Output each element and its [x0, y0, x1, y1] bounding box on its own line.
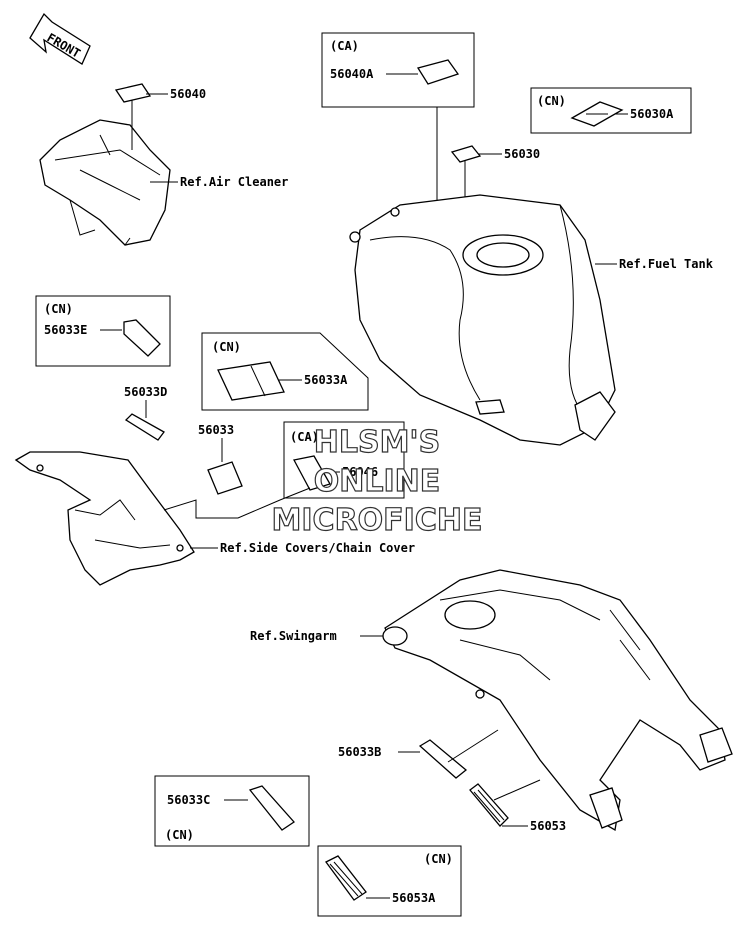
sticker-56033B	[418, 739, 468, 779]
box-cn-56030A: (CN) 56030A	[530, 87, 692, 134]
label-56046: 56046	[342, 465, 378, 479]
label-cn-1: (CN)	[537, 94, 566, 108]
label-56033B: 56033B	[338, 745, 381, 759]
label-56033A: 56033A	[304, 373, 348, 387]
label-cn-3: (CN)	[212, 340, 241, 354]
front-arrow: FRONT	[29, 12, 91, 65]
label-cn-5: (CN)	[424, 852, 453, 866]
label-56033: 56033	[198, 423, 234, 437]
label-ca-1: (CA)	[330, 39, 359, 53]
label-ref-side-covers: Ref.Side Covers/Chain Cover	[220, 541, 415, 555]
sticker-56040	[114, 83, 152, 103]
box-cn-56033E: (CN) 56033E	[35, 295, 171, 367]
side-cover-part	[14, 451, 195, 586]
label-56033E: 56033E	[44, 323, 87, 337]
box-cn-56053A: (CN) 56053A	[317, 845, 462, 917]
fuel-tank-part	[349, 194, 616, 446]
watermark-line-2: ONLINE	[314, 464, 441, 499]
label-cn-2: (CN)	[44, 302, 73, 316]
box-ca-56040A: (CA) 56040A	[321, 32, 475, 108]
label-56033C: 56033C	[167, 793, 210, 807]
box-cn-56033C: 56033C (CN)	[154, 775, 310, 847]
watermark: HLSM'S ONLINE MICROFICHE	[271, 424, 483, 538]
label-56030A: 56030A	[630, 107, 674, 121]
sticker-56033	[207, 461, 243, 495]
sticker-56030	[450, 145, 482, 163]
label-ca-2: (CA)	[290, 430, 319, 444]
label-ref-fuel-tank: Ref.Fuel Tank	[619, 257, 714, 271]
watermark-line-3: MICROFICHE	[272, 503, 483, 538]
box-ca-56046: (CA) 56046	[283, 421, 405, 499]
label-ref-swingarm: Ref.Swingarm	[250, 629, 337, 643]
box-cn-56033A: (CN) 56033A	[201, 332, 369, 411]
label-56030: 56030	[504, 147, 540, 161]
label-cn-4: (CN)	[165, 828, 194, 842]
sticker-56033D	[124, 413, 165, 441]
swingarm-part	[382, 569, 733, 832]
label-56040A: 56040A	[330, 67, 374, 81]
label-56033D: 56033D	[124, 385, 167, 399]
watermark-line-1: HLSM'S	[314, 425, 440, 460]
label-56040: 56040	[170, 87, 206, 101]
label-ref-air-cleaner: Ref.Air Cleaner	[180, 175, 288, 189]
air-cleaner-part	[39, 119, 171, 246]
label-56053A: 56053A	[392, 891, 436, 905]
label-56053: 56053	[530, 819, 566, 833]
sticker-56053	[469, 783, 509, 827]
